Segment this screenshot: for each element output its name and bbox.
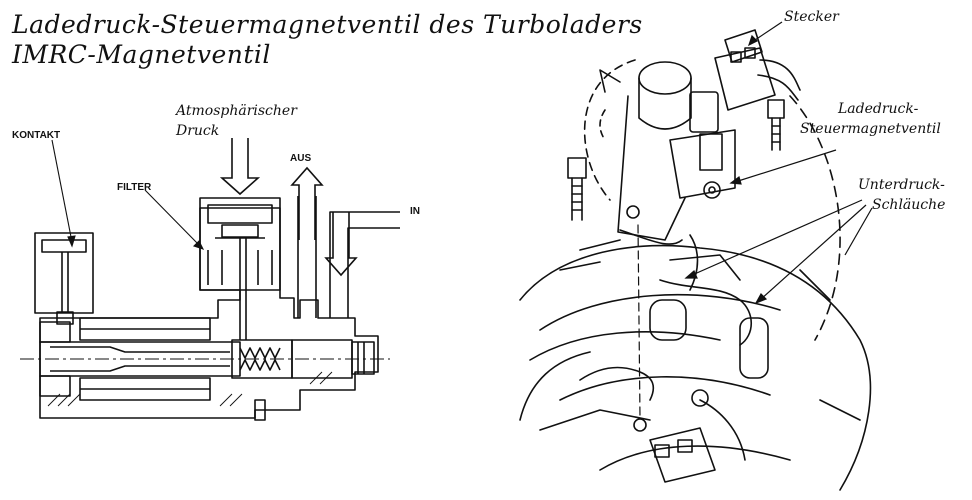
aus-port (297, 196, 317, 318)
aus-label: AUS (290, 153, 312, 164)
leader-hose-1 (689, 199, 863, 277)
atmospheric-label-line-1: Atmosphärischer (176, 103, 297, 119)
leader-hose-2 (759, 204, 867, 301)
leader-valve (734, 149, 837, 183)
filter-label: FILTER (117, 182, 152, 193)
hose-label-line-1: Unterdruck- (858, 177, 945, 193)
reference-outline (789, 95, 841, 341)
boost-control-solenoid (617, 61, 736, 241)
hose-label-line-2: Schläuche (872, 197, 946, 213)
leader-stecker (751, 21, 783, 43)
connector-label: Stecker (784, 9, 839, 25)
contact-label: KONTAKT (12, 130, 61, 141)
bolt-left (567, 157, 587, 221)
in-arrow (324, 212, 358, 277)
connector-plug (714, 29, 801, 111)
engine-bay (519, 229, 872, 491)
valve-label-line-2: Steuermagnetventil (800, 121, 941, 137)
valve-label-line-1: Ladedruck- (838, 101, 919, 117)
aus-arrow (290, 166, 324, 240)
spring (239, 347, 281, 371)
bolt-right (767, 99, 785, 151)
leader-hose-3 (844, 207, 873, 256)
atmospheric-arrow (219, 138, 261, 196)
title-line-2: IMRC-Magnetventil (12, 40, 271, 69)
mounting-swing-path (583, 59, 636, 201)
atmospheric-label-line-2: Druck (176, 123, 220, 139)
connector-housing (34, 232, 94, 314)
title-line-1: Ladedruck-Steuermagnetventil des Turbola… (12, 10, 643, 39)
in-port (329, 211, 400, 318)
in-label: IN (410, 206, 420, 217)
